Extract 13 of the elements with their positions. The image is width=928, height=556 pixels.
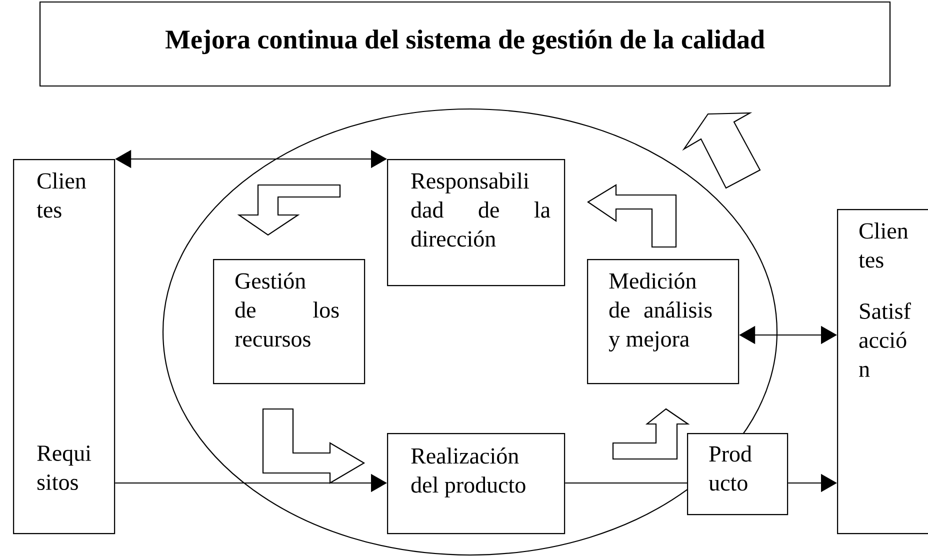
block-arrow [612,408,690,460]
block-arrow [237,184,341,236]
process-box: Responsabili dad de la dirección [387,159,566,286]
block-arrow [587,184,677,248]
process-box: Realización del producto [387,433,566,534]
block-arrow [262,408,366,484]
ellipse [162,108,778,556]
process-box: Prod ucto [687,433,788,516]
process-box: Gestión de los recursos [213,259,366,384]
process-box: Clien tes Requi sitos [13,159,116,534]
process-box: Medición de análisis y mejora [587,259,740,384]
process-box: Clien tes Satisf acció n [837,209,928,534]
title-box: Mejora continua del sistema de gestión de la calidad [39,1,891,87]
